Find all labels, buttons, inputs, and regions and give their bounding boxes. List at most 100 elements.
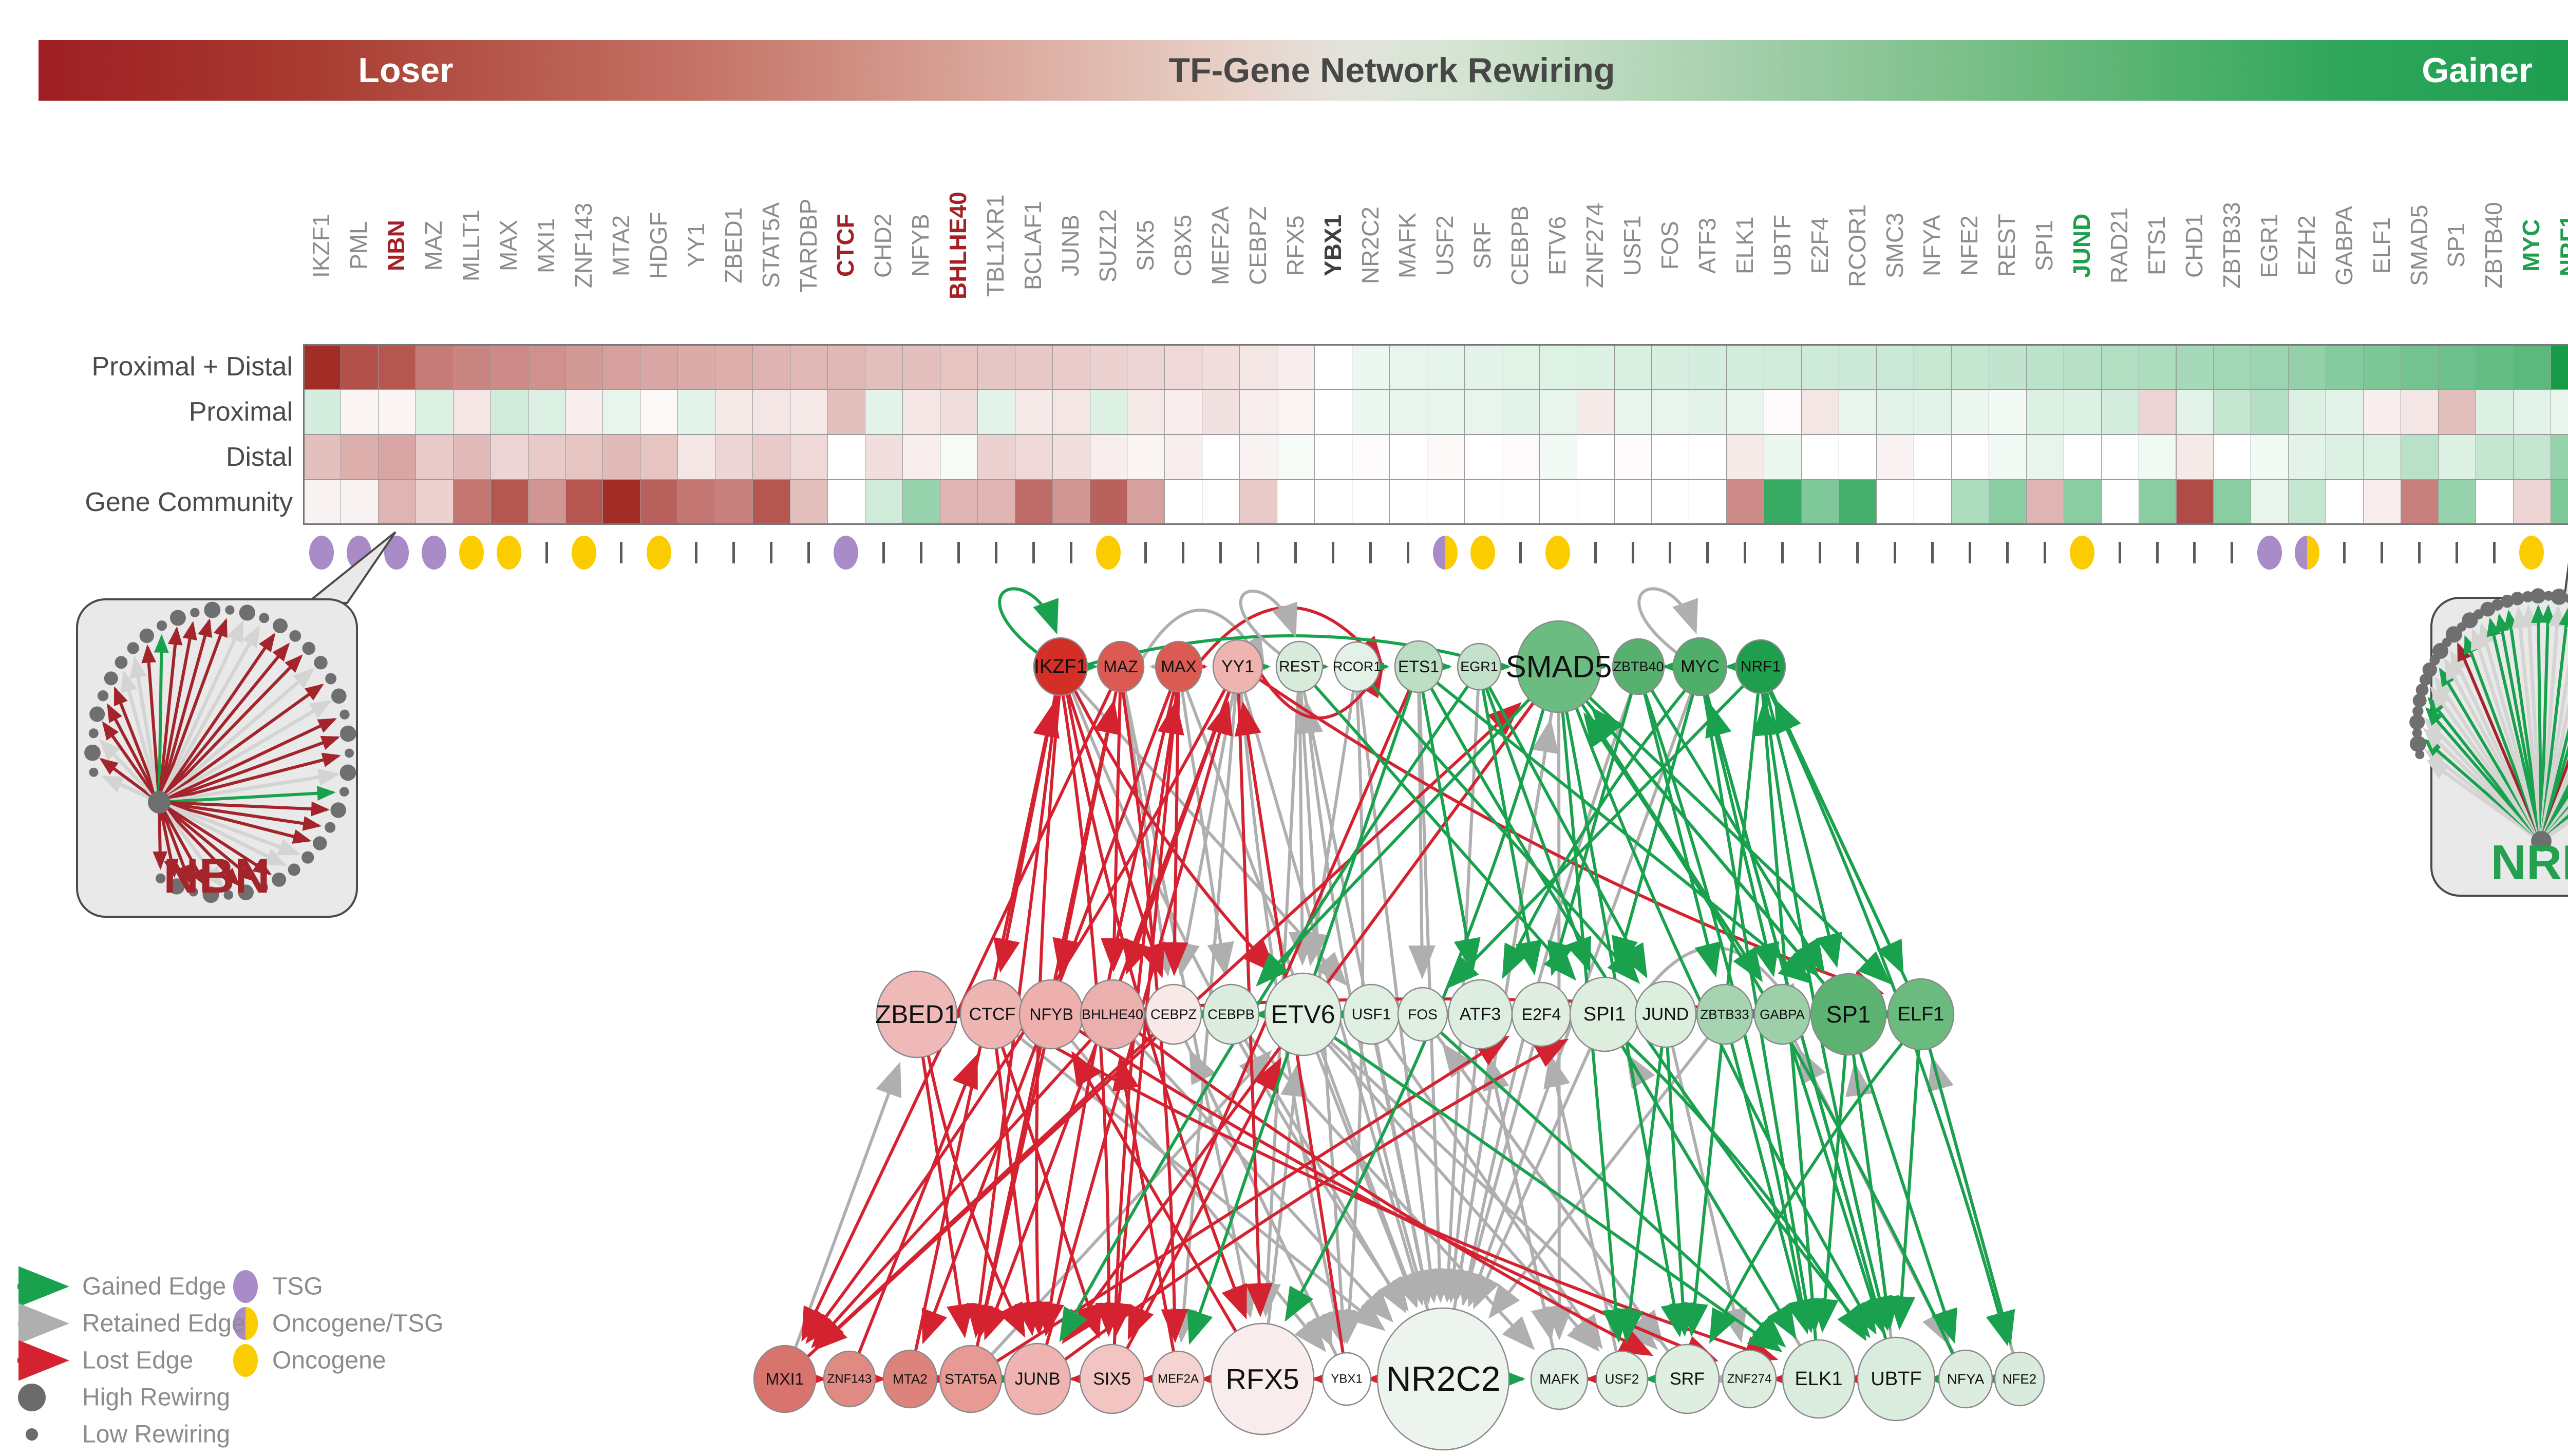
gradient-arrow-banner — [39, 40, 2568, 101]
annotation-tick — [1744, 542, 1747, 563]
node-label: NRF1 — [1741, 658, 1781, 675]
callout-edge — [2540, 701, 2568, 837]
network-node-usf1: USF1 — [1343, 984, 1400, 1045]
callout-edge — [2542, 789, 2568, 838]
annotation-tick — [1968, 542, 1971, 563]
callout-target-dot — [204, 601, 221, 618]
heatmap-cell — [565, 434, 603, 480]
callout-target-dot — [89, 706, 105, 722]
heatmap-row-label: Proximal — [188, 397, 293, 427]
edge-ETS1-SP1 — [1431, 677, 1813, 985]
heatmap-cell — [677, 389, 716, 434]
legend-low-rewiring-icon — [26, 1428, 38, 1441]
node-label: GABPA — [1760, 1007, 1805, 1022]
annotation-tick — [2343, 542, 2346, 563]
annotation-tick — [1182, 542, 1185, 563]
node-label: CTCF — [969, 1005, 1016, 1024]
heatmap-cell — [1089, 344, 1128, 389]
network-node-junb: JUNB — [1004, 1342, 1071, 1415]
heatmap-cell — [677, 480, 716, 525]
callout-edge — [2531, 604, 2546, 837]
callout-hub-dot — [2531, 831, 2552, 852]
heatmap-cell — [2176, 389, 2214, 434]
node-label: CEBPB — [1207, 1007, 1255, 1022]
heatmap-row-label: Distal — [225, 442, 293, 472]
heatmap-cell — [1876, 389, 1914, 434]
heatmap-cell — [715, 480, 753, 525]
callout-target-dot — [155, 873, 166, 884]
callout-target-dot — [84, 744, 101, 761]
annotation-tick — [1931, 542, 1934, 563]
annotation-tick — [1819, 542, 1822, 563]
legend-label: Lost Edge — [82, 1347, 194, 1374]
annotation-tick — [1294, 542, 1297, 563]
heatmap-cell — [864, 434, 903, 480]
network-node-zbed1: ZBED1 — [875, 970, 958, 1058]
heatmap-cell — [377, 344, 416, 389]
network-node-ets1: ETS1 — [1394, 640, 1443, 693]
heatmap-cell — [1576, 434, 1615, 480]
callout-edge — [160, 625, 260, 799]
annotation-tick — [1781, 542, 1784, 563]
heatmap-cell — [2251, 480, 2289, 525]
banner-loser-label: Loser — [358, 51, 454, 90]
annotation-tick — [2043, 542, 2046, 563]
banner-title: TF-Gene Network Rewiring — [1168, 51, 1615, 90]
heatmap-cell — [415, 344, 454, 389]
callout-target-dot — [238, 884, 254, 900]
heatmap-cell — [2513, 434, 2551, 480]
callout-target-dot — [2409, 714, 2425, 730]
heatmap-cell — [1951, 344, 1989, 389]
legend-half-icon — [246, 1307, 258, 1340]
callout-target-dot — [314, 656, 328, 670]
callout-target-dot — [2551, 589, 2567, 605]
heatmap-cell — [2475, 480, 2514, 525]
node-label: SIX5 — [1093, 1369, 1131, 1389]
annotation-tick — [2493, 542, 2496, 563]
heatmap-cell — [715, 389, 753, 434]
edge-SP1-UBTF — [1851, 1044, 1899, 1331]
edge-REST-SPI1 — [1310, 680, 1577, 981]
heatmap-cell — [340, 344, 379, 389]
heatmap-cell — [452, 434, 491, 480]
heatmap-cell — [1239, 434, 1278, 480]
callout-edge — [2541, 776, 2568, 838]
heatmap-cell — [1539, 344, 1577, 389]
oncogene-dot — [459, 536, 484, 570]
heatmap-cell — [377, 434, 416, 480]
callout-nbn: NBN — [76, 531, 396, 918]
oncogene-dot — [2519, 536, 2544, 570]
heatmap-cell — [939, 344, 978, 389]
callout-edge — [162, 803, 272, 875]
callout-target-dot — [127, 642, 139, 654]
annotation-tick — [1669, 542, 1672, 563]
legend-label: Oncogene/TSG — [272, 1310, 444, 1337]
callout-edge — [114, 686, 159, 798]
callout-target-dot — [2432, 643, 2449, 659]
heatmap-cell — [2475, 344, 2514, 389]
annotation-tick — [695, 542, 698, 563]
callout-target-dot — [325, 822, 336, 833]
callout-edge — [2478, 622, 2542, 837]
heatmap-cell — [1913, 434, 1952, 480]
node-label: NFYA — [1947, 1371, 1985, 1387]
callout-tail-icon — [304, 531, 396, 604]
callout-edge — [159, 807, 179, 878]
callout-edge — [163, 717, 337, 802]
callout-edge — [2450, 649, 2541, 838]
heatmap-cell — [1277, 389, 1315, 434]
node-label: ZBED1 — [875, 1000, 958, 1029]
heatmap-cell — [1801, 434, 1840, 480]
node-label: JUND — [1642, 1005, 1689, 1024]
heatmap-cell — [1801, 389, 1840, 434]
heatmap-cell — [602, 389, 641, 434]
edge-SP1-SMAD5 — [1591, 707, 1832, 992]
network-node-gabpa: GABPA — [1753, 984, 1811, 1045]
edge-ELF1-NRF1 — [1774, 698, 1912, 991]
node-label: MAX — [1161, 657, 1196, 676]
edge-MAFK-ATF3 — [1482, 1055, 1557, 1357]
edge-FOS-ELK1 — [1435, 1027, 1786, 1348]
heatmap-cell — [1801, 480, 1840, 525]
annotation-tick — [2231, 542, 2234, 563]
edge-SMAD5-ELF1 — [1580, 689, 1892, 985]
